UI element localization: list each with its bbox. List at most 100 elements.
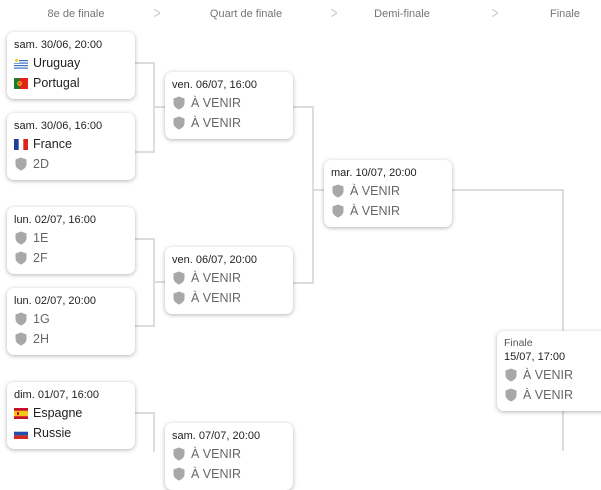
team-name: France xyxy=(33,137,72,151)
chevron-right-icon: > xyxy=(330,3,338,23)
team-name: À VENIR xyxy=(191,96,242,110)
match-card[interactable]: ven. 06/07, 20:00 À VENIR À VENIR xyxy=(165,247,293,314)
team-name: 1E xyxy=(33,231,49,245)
team-name: Uruguay xyxy=(33,56,81,70)
team-name: À VENIR xyxy=(191,467,242,481)
team-row: À VENIR xyxy=(331,201,446,221)
connector xyxy=(135,238,154,240)
team-row: À VENIR xyxy=(504,385,601,405)
shield-icon xyxy=(172,116,191,130)
team-row: Uruguay xyxy=(14,53,129,73)
team-name: À VENIR xyxy=(523,368,574,382)
shield-icon xyxy=(172,447,191,461)
shield-icon xyxy=(504,368,523,382)
chevron-right-icon: > xyxy=(491,3,499,23)
team-name: À VENIR xyxy=(350,204,401,218)
team-name: À VENIR xyxy=(191,447,242,461)
match-date: sam. 07/07, 20:00 xyxy=(172,430,261,442)
connector xyxy=(135,325,154,327)
team-row: 2D xyxy=(14,154,129,174)
chevron-right-icon: > xyxy=(153,3,161,23)
shield-icon xyxy=(14,312,33,326)
team-name: À VENIR xyxy=(191,116,242,130)
match-date: mar. 10/07, 20:00 xyxy=(331,167,417,179)
team-row: France xyxy=(14,134,129,154)
russia-flag-icon xyxy=(14,427,33,439)
match-card[interactable]: lun. 02/07, 16:00 1E 2F xyxy=(7,207,135,274)
connector xyxy=(562,189,564,331)
team-row: À VENIR xyxy=(172,464,287,484)
match-card[interactable]: mar. 10/07, 20:00 À VENIR À VENIR xyxy=(324,160,452,227)
team-row: 1G xyxy=(14,309,129,329)
team-name: Portugal xyxy=(33,76,80,90)
team-name: Espagne xyxy=(33,406,83,420)
shield-icon xyxy=(172,291,191,305)
connector xyxy=(452,189,564,191)
team-row: Portugal xyxy=(14,73,129,93)
team-name: À VENIR xyxy=(191,291,242,305)
team-row: 2F xyxy=(14,248,129,268)
team-row: À VENIR xyxy=(172,444,287,464)
connector xyxy=(562,411,564,451)
connector xyxy=(153,106,165,108)
team-name: 2D xyxy=(33,157,49,171)
connector xyxy=(135,62,154,64)
team-name: 1G xyxy=(33,312,50,326)
connector xyxy=(312,189,324,191)
team-row: À VENIR xyxy=(172,288,287,308)
connector xyxy=(135,412,154,414)
match-label: Finale xyxy=(504,337,533,349)
shield-icon xyxy=(14,251,33,265)
shield-icon xyxy=(14,332,33,346)
shield-icon xyxy=(331,204,350,218)
connector xyxy=(153,412,155,452)
match-date: lun. 02/07, 16:00 xyxy=(14,214,96,226)
team-row: Espagne xyxy=(14,403,129,423)
round-tab-8e[interactable]: 8e de finale xyxy=(47,8,105,20)
team-row: À VENIR xyxy=(172,93,287,113)
connector xyxy=(153,281,165,283)
shield-icon xyxy=(14,231,33,245)
match-card[interactable]: Finale 15/07, 17:00 À VENIR À VENIR xyxy=(497,331,601,411)
team-row: Russie xyxy=(14,423,129,443)
match-date: 15/07, 17:00 xyxy=(504,351,566,363)
match-date: sam. 30/06, 16:00 xyxy=(14,120,103,132)
match-card[interactable]: sam. 07/07, 20:00 À VENIR À VENIR xyxy=(165,423,293,490)
team-name: À VENIR xyxy=(350,184,401,198)
team-name: Russie xyxy=(33,426,72,440)
match-card[interactable]: ven. 06/07, 16:00 À VENIR À VENIR xyxy=(165,72,293,139)
shield-icon xyxy=(504,388,523,402)
shield-icon xyxy=(172,96,191,110)
team-row: À VENIR xyxy=(504,365,601,385)
connector xyxy=(293,106,313,108)
match-card[interactable]: lun. 02/07, 20:00 1G 2H xyxy=(7,288,135,355)
team-row: 1E xyxy=(14,228,129,248)
shield-icon xyxy=(172,271,191,285)
team-row: À VENIR xyxy=(172,113,287,133)
match-date: ven. 06/07, 20:00 xyxy=(172,254,258,266)
connector xyxy=(293,282,313,284)
france-flag-icon xyxy=(14,138,33,150)
spain-flag-icon xyxy=(14,407,33,419)
match-date: ven. 06/07, 16:00 xyxy=(172,79,258,91)
match-date: sam. 30/06, 20:00 xyxy=(14,39,103,51)
team-row: À VENIR xyxy=(331,181,446,201)
portugal-flag-icon xyxy=(14,77,33,89)
connector xyxy=(312,106,314,284)
round-tab-demi[interactable]: Demi-finale xyxy=(374,8,430,20)
shield-icon xyxy=(172,467,191,481)
team-row: À VENIR xyxy=(172,268,287,288)
round-tab-quart[interactable]: Quart de finale xyxy=(209,8,283,20)
shield-icon xyxy=(331,184,350,198)
match-date: lun. 02/07, 20:00 xyxy=(14,295,96,307)
match-date: dim. 01/07, 16:00 xyxy=(14,389,100,401)
team-row: 2H xyxy=(14,329,129,349)
uruguay-flag-icon xyxy=(14,57,33,69)
team-name: À VENIR xyxy=(523,388,574,402)
round-tab-finale[interactable]: Finale xyxy=(550,8,580,20)
connector xyxy=(135,151,154,153)
team-name: À VENIR xyxy=(191,271,242,285)
